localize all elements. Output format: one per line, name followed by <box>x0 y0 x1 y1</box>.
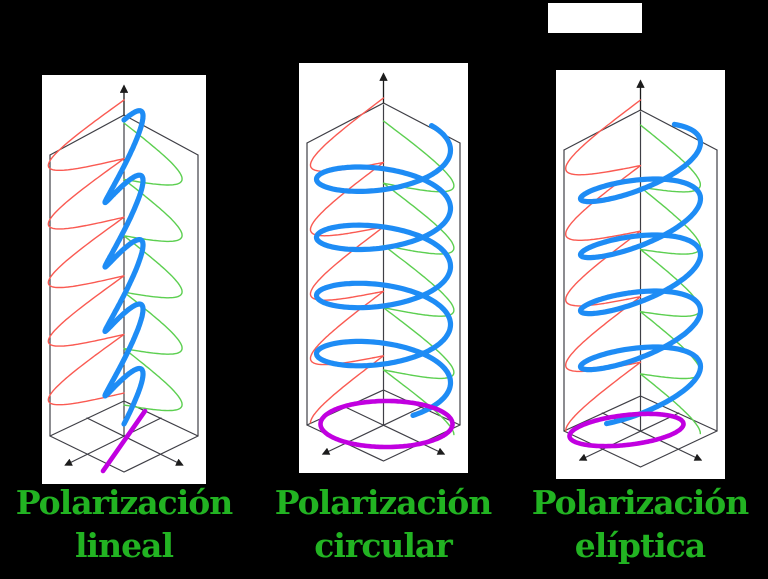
panel-circular-polarization <box>299 63 468 473</box>
label-elliptical-polarization: Polarización elíptica <box>530 481 750 567</box>
y-axis-arrow <box>86 417 184 466</box>
x-axis-arrow <box>64 417 162 466</box>
y-component-wave-green <box>639 124 701 435</box>
polarization-trace <box>100 408 148 474</box>
resultant-field-wave-blue <box>313 123 454 418</box>
circular-polarization-plot <box>306 72 461 462</box>
resultant-field-wave-blue <box>102 108 146 427</box>
y-component-wave-green <box>123 122 183 412</box>
panel-linear-polarization <box>42 75 206 484</box>
polarization-trace <box>318 398 455 450</box>
x-axis-arrow <box>321 406 423 455</box>
label-line2: lineal <box>75 526 174 565</box>
label-circular-polarization: Polarización circular <box>273 481 493 567</box>
base-diamond <box>49 400 199 473</box>
label-linear-polarization: Polarización lineal <box>14 481 234 567</box>
label-line2: elíptica <box>574 526 706 565</box>
linear-polarization-plot <box>47 84 199 474</box>
blank-watermark-box <box>548 3 642 33</box>
label-line2: circular <box>314 526 452 565</box>
base-diamond <box>306 389 461 462</box>
x-axis-arrow <box>578 412 680 461</box>
label-line1: Polarización <box>274 483 493 522</box>
polarization-trace <box>567 411 686 449</box>
label-line1: Polarización <box>15 483 234 522</box>
x-component-wave-red <box>565 99 642 432</box>
panel-elliptical-polarization <box>556 70 725 479</box>
resultant-field-wave-blue <box>577 121 704 427</box>
elliptical-polarization-plot <box>563 79 718 468</box>
x-component-wave-red <box>309 97 385 424</box>
x-component-wave-red <box>47 99 125 406</box>
y-axis-arrow <box>344 406 446 455</box>
y-component-wave-green <box>382 120 455 436</box>
label-line1: Polarización <box>531 483 750 522</box>
